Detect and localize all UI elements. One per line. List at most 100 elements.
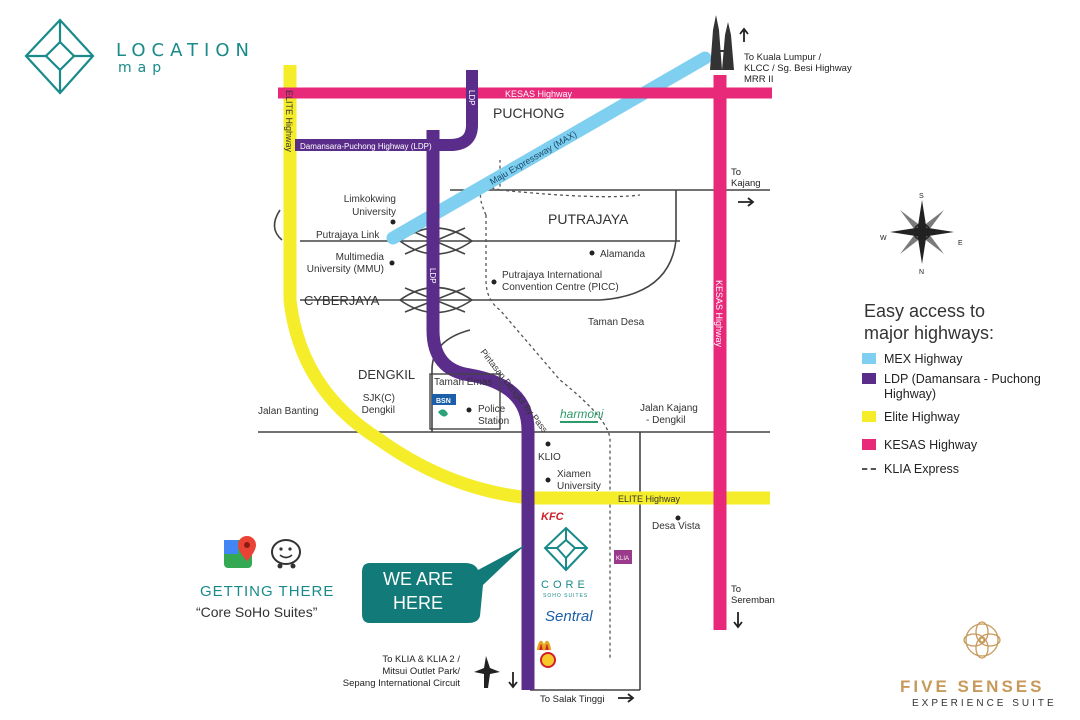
legend-title-line-2: major highways:: [864, 323, 995, 343]
jalan-kajang-label-2: - Dengkil: [646, 415, 685, 426]
compass-s-label: S: [919, 193, 924, 200]
ldp-full-label: Damansara-Puchong Highway (LDP): [300, 142, 432, 151]
sentral-logo: Sentral: [545, 608, 593, 625]
brand-tagline: EXPERIENCE SUITE: [912, 698, 1057, 709]
five-senses-logo-icon: [963, 621, 1001, 659]
we-are-label: WE ARE: [383, 569, 453, 589]
shell-icon: [540, 652, 556, 668]
mmu-label-1: Multimedia: [336, 252, 385, 263]
sjkc-label-2: Dengkil: [362, 405, 395, 416]
bsn-icon: [432, 394, 456, 405]
page-title: LOCATION: [116, 40, 255, 61]
legend-swatch: [862, 353, 876, 364]
waze-icon[interactable]: [271, 539, 301, 569]
core-sub-label: SOHO SUITES: [543, 593, 588, 599]
to-salak-label: To Salak Tinggi: [540, 694, 604, 705]
arrow-right-icon-2: [618, 693, 635, 703]
cyberjaya-label: CYBERJAYA: [304, 293, 380, 308]
here-label: HERE: [393, 593, 443, 613]
elite-horizontal-label: ELITE Highway: [618, 494, 681, 504]
legend-swatch: [862, 411, 876, 422]
putrajaya-label: PUTRAJAYA: [548, 211, 629, 227]
limkokwing-label-1: Limkokwing: [344, 194, 396, 205]
core-logo-icon: [543, 526, 589, 572]
airplane-icon: [474, 656, 500, 688]
location-logo-icon: [24, 18, 95, 95]
to-klia-label-2: Mitsui Outlet Park/: [382, 666, 460, 677]
mcdonalds-icon: [536, 640, 552, 651]
legend-item-label: MEX Highway: [884, 352, 963, 366]
mex-label: Maju Expressway (MAX): [488, 129, 578, 187]
to-kl-label-2: KLCC / Sg. Besi Highway: [744, 63, 852, 74]
we-are-here-callout: [362, 545, 525, 623]
to-kl-label-1: To Kuala Lumpur /: [744, 52, 821, 63]
xiamen-label-1: Xiamen: [557, 469, 591, 480]
arrow-down-icon-2: [508, 672, 518, 689]
place-markers: [389, 219, 681, 521]
klio-label: KLIO: [538, 452, 561, 463]
bsn-label: BSN: [436, 398, 451, 405]
page-subtitle: map: [118, 60, 168, 76]
klia-express-station-icon: [614, 550, 632, 564]
dengkil-label: DENGKIL: [358, 367, 415, 382]
legend-swatch: [862, 373, 876, 384]
alamanda-label: Alamanda: [600, 249, 645, 260]
picc-label-2: Convention Centre (PICC): [502, 282, 619, 293]
ldp-mid-label: LDP: [428, 268, 437, 284]
legend-title-line-1: Easy access to: [864, 301, 986, 321]
to-seremban-label-2: Seremban: [731, 595, 775, 606]
to-kajang-label-1: To: [731, 167, 741, 178]
petronas-icon: [438, 409, 448, 417]
ldp-top-label: LDP: [467, 90, 476, 106]
taman-desa-label: Taman Desa: [588, 317, 645, 328]
getting-there-subtitle: “Core SoHo Suites”: [196, 604, 318, 620]
arrow-up-icon: [739, 27, 749, 42]
jalan-kajang-label-1: Jalan Kajang: [640, 403, 698, 414]
brand-name: FIVE SENSES: [900, 677, 1045, 696]
jalan-banting-label: Jalan Banting: [258, 406, 319, 417]
legend-item-label: LDP (Damansara - Puchong Highway): [884, 372, 1041, 401]
xiamen-label-2: University: [557, 481, 601, 492]
compass-icon: [890, 200, 954, 264]
compass-n-label: N: [919, 269, 924, 276]
core-label: CORE: [541, 579, 589, 591]
legend-dash-swatch: [862, 468, 876, 470]
desa-vista-label: Desa Vista: [652, 521, 701, 532]
to-klia-label-3: Sepang International Circuit: [343, 678, 461, 689]
limkokwing-label-2: University: [352, 207, 396, 218]
taman-emas-area: [429, 373, 501, 430]
arrow-down-icon: [733, 612, 743, 629]
klia-small-label: KLIA: [616, 556, 629, 562]
kesas-vertical-label: KESAS Highway: [714, 280, 724, 348]
legend-item-label: KESAS Highway: [884, 438, 978, 452]
to-kajang-label-2: Kajang: [731, 178, 761, 189]
picc-label-1: Putrajaya International: [502, 270, 602, 281]
arrow-right-icon: [738, 197, 755, 207]
mmu-label-2: University (MMU): [307, 264, 384, 275]
puchong-label: PUCHONG: [493, 105, 565, 121]
harmoni-logo: harmoni: [560, 407, 604, 421]
ldp-main: [426, 130, 535, 690]
compass-e-label: E: [958, 240, 963, 247]
legend-title: Easy access to major highways:: [864, 300, 1054, 344]
getting-there-title: GETTING THERE: [200, 583, 335, 600]
google-maps-icon[interactable]: [224, 536, 256, 568]
to-kl-label-3: MRR II: [744, 74, 774, 85]
taman-emas-label: Taman Emas: [434, 377, 492, 388]
sjkc-label-1: SJK(C): [363, 393, 395, 404]
elite-highway: [283, 65, 770, 505]
elite-vertical-label: ELITE Highway: [284, 90, 294, 153]
petronas-towers-icon: [710, 15, 734, 70]
legend-item-label: KLIA Express: [884, 462, 960, 476]
kfc-logo: KFC: [541, 511, 565, 523]
putrajaya-link-label: Putrajaya Link: [316, 230, 380, 241]
kesas-top-label: KESAS Highway: [505, 89, 573, 99]
to-seremban-label-1: To: [731, 584, 741, 595]
to-klia-label-1: To KLIA & KLIA 2 /: [382, 654, 460, 665]
police-label-1: Police: [478, 404, 506, 415]
police-label-2: Station: [478, 416, 509, 427]
legend-item-label: Elite Highway: [884, 410, 960, 424]
ldp-top: [295, 70, 478, 151]
compass-w-label: W: [880, 235, 887, 242]
